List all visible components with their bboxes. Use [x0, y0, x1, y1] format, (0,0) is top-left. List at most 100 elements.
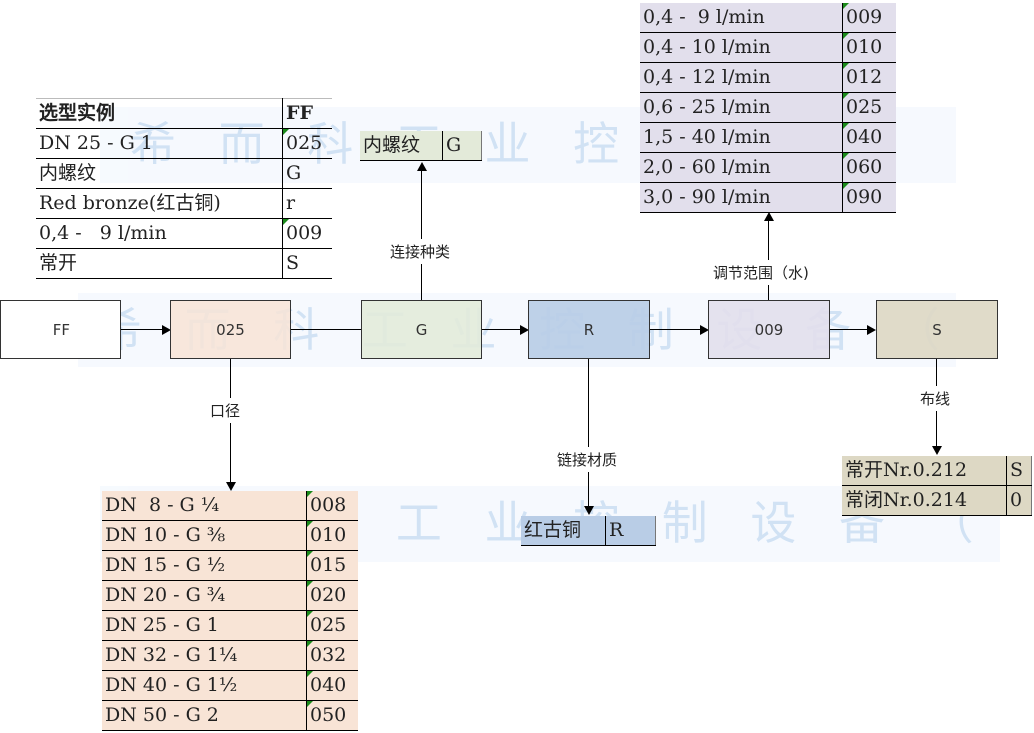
label-size: 口径 [210, 398, 241, 423]
table-row: 0,4 - 9 l/min 009 [36, 218, 332, 249]
arrow-down-icon [226, 482, 236, 491]
size-row-label: DN 10 - G ⅜ [102, 520, 307, 551]
connection-table: 内螺纹 G [360, 131, 482, 161]
arrow-right-icon [520, 325, 529, 335]
wiring-row-code: S [1006, 456, 1032, 486]
material-row-label: 红古铜 [521, 516, 606, 546]
connector-009-s [829, 329, 871, 330]
size-row-code: 010 [306, 520, 358, 551]
flow-box-material[interactable]: R [528, 300, 650, 359]
size-row-code: 050 [306, 700, 358, 731]
range-row-code: 060 [842, 152, 896, 183]
flow-box-label: R [583, 320, 595, 339]
wiring-table: 常开Nr.0.212 S 常闭Nr.0.214 0 [842, 456, 1032, 516]
range-row-label: 1,5 - 40 l/min [640, 122, 843, 153]
range-row-code: 012 [842, 62, 896, 93]
example-row-code: 009 [282, 218, 332, 249]
flow-box-connection[interactable]: G [361, 300, 482, 359]
size-row-label: DN 15 - G ½ [102, 550, 307, 581]
connector-g-r [481, 329, 523, 330]
example-row-code: r [282, 188, 332, 219]
size-row-label: DN 40 - G 1½ [102, 670, 307, 701]
example-row-label: 0,4 - 9 l/min [36, 218, 283, 249]
connector-025-g [290, 329, 362, 330]
connector-material-down [588, 359, 589, 509]
flow-box-ff[interactable]: FF [0, 300, 121, 359]
range-row-label: 0,6 - 25 l/min [640, 92, 843, 123]
material-table: 红古铜 R [521, 516, 656, 546]
connection-row-label: 内螺纹 [360, 131, 443, 161]
flow-box-label: FF [52, 320, 70, 339]
flow-box-label: G [415, 320, 428, 339]
table-row: Red bronze(红古铜) r [36, 188, 332, 219]
size-row-code: 032 [306, 640, 358, 671]
wiring-row-code: 0 [1006, 485, 1032, 516]
range-row-code: 040 [842, 122, 896, 153]
example-row-code: S [282, 248, 332, 279]
range-row-code: 009 [842, 3, 896, 33]
size-row-label: DN 8 - G ¼ [102, 491, 307, 521]
range-row-label: 0,4 - 9 l/min [640, 3, 843, 33]
flow-box-range[interactable]: 009 [708, 300, 830, 359]
example-header-code: FF [282, 98, 332, 129]
example-table: 选型实例 FF DN 25 - G 1 025 内螺纹 G Red bronze… [36, 98, 332, 279]
label-range: 调节范围（水) [713, 260, 809, 285]
range-row-label: 2,0 - 60 l/min [640, 152, 843, 183]
example-header-label: 选型实例 [36, 98, 283, 129]
size-row-code: 008 [306, 491, 358, 521]
table-row: 常闭Nr.0.214 0 [842, 485, 1032, 516]
material-row-code: R [605, 516, 656, 546]
table-row: 红古铜 R [521, 516, 656, 546]
label-material: 链接材质 [557, 447, 618, 472]
label-connection: 连接种类 [390, 239, 451, 264]
connector-ff-025 [120, 329, 165, 330]
arrow-up-icon [764, 212, 774, 221]
connection-row-code: G [442, 131, 482, 161]
label-wiring: 布线 [920, 386, 951, 411]
arrow-right-icon [700, 325, 709, 335]
range-row-label: 0,4 - 12 l/min [640, 62, 843, 93]
example-row-label: 内螺纹 [36, 158, 283, 189]
example-row-label: DN 25 - G 1 [36, 128, 283, 159]
size-row-label: DN 32 - G 1¼ [102, 640, 307, 671]
wiring-row-label: 常闭Nr.0.214 [842, 485, 1007, 516]
arrow-down-icon [932, 446, 942, 455]
size-row-code: 040 [306, 670, 358, 701]
table-row: 选型实例 FF [36, 98, 332, 129]
flow-box-label: 009 [754, 320, 784, 339]
range-row-code: 010 [842, 32, 896, 63]
range-row-label: 3,0 - 90 l/min [640, 182, 843, 213]
table-row: 内螺纹 G [360, 131, 482, 161]
range-row-code: 090 [842, 182, 896, 213]
connector-r-009 [649, 329, 704, 330]
arrow-up-icon [417, 162, 427, 171]
table-row: 常开 S [36, 248, 332, 279]
arrow-down-icon [584, 506, 594, 515]
wiring-row-label: 常开Nr.0.212 [842, 456, 1007, 486]
example-row-label: 常开 [36, 248, 283, 279]
arrow-right-icon [867, 325, 876, 335]
flow-box-wiring[interactable]: S [876, 300, 998, 359]
table-row: 内螺纹 G [36, 158, 332, 189]
size-row-code: 025 [306, 610, 358, 641]
table-row: DN 25 - G 1 025 [36, 128, 332, 159]
size-row-code: 015 [306, 550, 358, 581]
flow-box-size[interactable]: 025 [170, 300, 291, 359]
range-row-label: 0,4 - 10 l/min [640, 32, 843, 63]
example-row-code: G [282, 158, 332, 189]
table-row: 常开Nr.0.212 S [842, 456, 1032, 486]
flow-box-label: S [932, 320, 942, 339]
